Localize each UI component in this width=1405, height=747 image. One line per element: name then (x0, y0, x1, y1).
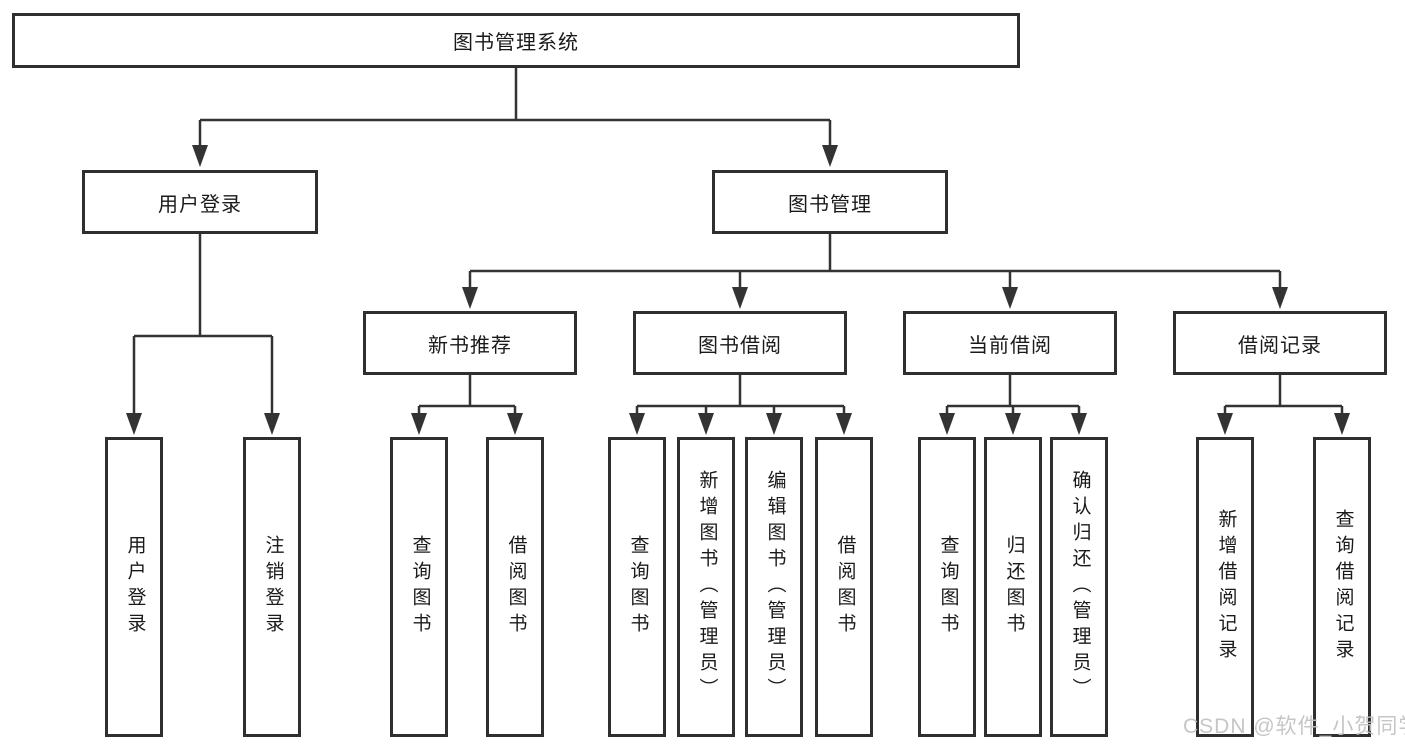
node-label: 查询借阅记录 (1332, 509, 1354, 665)
node-label: 新书推荐 (428, 334, 512, 357)
leaf-bb-query-books: 查询图书 (608, 437, 666, 737)
node-label: 归还图书 (1003, 535, 1025, 639)
leaf-nbr-borrow-books: 借阅图书 (486, 437, 544, 737)
node-label: 注销登录 (262, 535, 284, 639)
node-label: 新增图书（管理员） (696, 470, 718, 704)
node-book-management-branch: 图书管理 (712, 170, 948, 234)
node-label: 图书管理系统 (453, 32, 579, 54)
leaf-bb-borrow-books: 借阅图书 (815, 437, 873, 737)
leaf-cb-query-books: 查询图书 (918, 437, 976, 737)
node-root-system: 图书管理系统 (12, 13, 1020, 68)
node-label: 当前借阅 (968, 334, 1052, 357)
leaf-cb-return-books: 归还图书 (984, 437, 1042, 737)
leaf-bb-add-books-admin: 新增图书（管理员） (677, 437, 735, 737)
leaf-bb-edit-books-admin: 编辑图书（管理员） (745, 437, 803, 737)
leaf-logout: 注销登录 (243, 437, 301, 737)
node-new-book-recommend: 新书推荐 (363, 311, 577, 375)
node-label: 新增借阅记录 (1215, 509, 1237, 665)
node-label: 图书借阅 (698, 334, 782, 357)
node-label: 借阅图书 (834, 535, 856, 639)
node-label: 查询图书 (937, 535, 959, 639)
node-label: 查询图书 (627, 535, 649, 639)
leaf-nbr-query-books: 查询图书 (390, 437, 448, 737)
node-label: 查询图书 (409, 535, 431, 639)
node-label: 用户登录 (124, 535, 146, 639)
node-current-borrow: 当前借阅 (903, 311, 1117, 375)
node-label: 图书管理 (788, 193, 872, 216)
watermark: CSDN @软件_小贺同学 (1183, 715, 1405, 738)
node-user-login-branch: 用户登录 (82, 170, 318, 234)
leaf-cb-confirm-return-admin: 确认归还（管理员） (1050, 437, 1108, 737)
leaf-br-query-record: 查询借阅记录 (1313, 437, 1371, 737)
node-label: 用户登录 (158, 193, 242, 216)
leaf-user-login: 用户登录 (105, 437, 163, 737)
node-label: 借阅记录 (1238, 334, 1322, 357)
node-label: 确认归还（管理员） (1069, 470, 1091, 704)
leaf-br-add-record: 新增借阅记录 (1196, 437, 1254, 737)
node-book-borrow: 图书借阅 (633, 311, 847, 375)
node-label: 借阅图书 (505, 535, 527, 639)
node-borrow-records: 借阅记录 (1173, 311, 1387, 375)
node-label: 编辑图书（管理员） (764, 470, 786, 704)
